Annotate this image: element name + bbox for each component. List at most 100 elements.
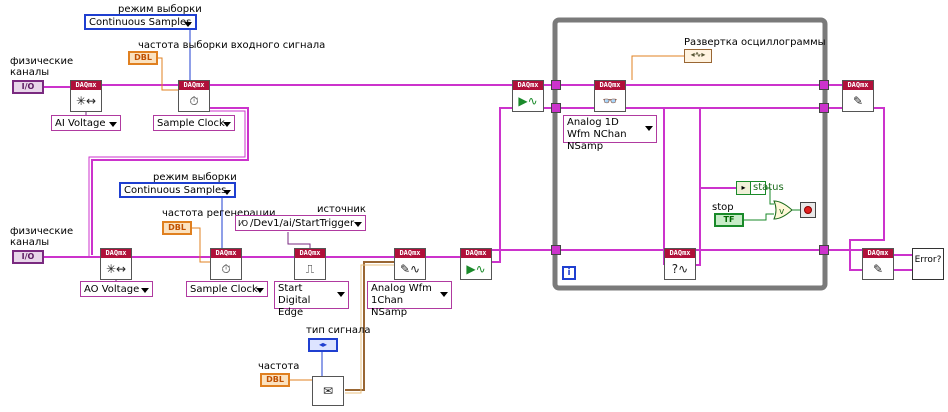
dbl-constant-regen-rate[interactable]: DBL xyxy=(162,221,192,235)
io-constant-ao[interactable]: I/O xyxy=(12,250,44,264)
status-label: status xyxy=(753,182,784,193)
sample-clock-dropdown-2[interactable]: Sample Clock xyxy=(186,281,268,297)
wfm-wire-1b xyxy=(345,264,394,394)
waveform-generator[interactable]: ✉ xyxy=(312,376,344,406)
ai-voltage-dropdown[interactable]: AI Voltage xyxy=(51,115,121,131)
label-sweep: Развертка осциллограммы xyxy=(684,37,826,48)
vi-header: DAQmx xyxy=(595,81,625,90)
io-constant-ai[interactable]: I/O xyxy=(12,80,44,94)
vi-header: DAQmx xyxy=(461,249,491,258)
chevron-down-icon xyxy=(645,126,653,131)
write-icon: ✎∿ xyxy=(399,262,421,276)
daqmx-create-channel-ai[interactable]: DAQmx ✳↔ xyxy=(70,80,102,112)
create-channel-icon: ✳↔ xyxy=(105,262,127,276)
chevron-down-icon xyxy=(354,222,362,227)
stop-terminal[interactable] xyxy=(800,202,816,218)
io-mini-icon: I⁄O xyxy=(238,219,248,228)
start-icon: ▶∿ xyxy=(466,262,486,276)
chevron-down-icon xyxy=(440,292,448,297)
start-icon: ▶∿ xyxy=(518,94,538,108)
svg-text:v: v xyxy=(779,207,785,217)
daqmx-write-ao[interactable]: DAQmx ✎∿ xyxy=(394,248,426,280)
vi-header: DAQmx xyxy=(395,249,425,258)
status-unbundle[interactable]: ▸ status xyxy=(736,181,784,195)
label-regen-rate: частота регенерации xyxy=(162,208,276,219)
sample-clock-label-1: Sample Clock xyxy=(157,118,225,129)
loop-iteration-terminal: i xyxy=(562,266,576,280)
task-wire-ai-branch-b xyxy=(88,110,246,258)
vi-header: DAQmx xyxy=(211,249,241,258)
sample-clock-label-2: Sample Clock xyxy=(190,284,258,295)
chevron-down-icon xyxy=(184,22,192,27)
analog-wfm-write-dropdown[interactable]: Analog Wfm 1Chan NSamp xyxy=(367,281,452,318)
sample-clock-dropdown-1[interactable]: Sample Clock xyxy=(153,115,235,131)
num-wire-sweep xyxy=(631,55,684,80)
loop-tunnel-task-in xyxy=(551,80,561,90)
loop-tunnel-ao-out xyxy=(819,245,829,255)
waveform-constant-sweep[interactable]: ◂∿▸ xyxy=(684,49,712,63)
num-wire-rate-2 xyxy=(192,227,210,263)
loop-tunnel-error-out xyxy=(819,103,829,113)
enum-constant-signal-type[interactable]: ◂▸ xyxy=(308,338,338,352)
dbl-constant-input-rate[interactable]: DBL xyxy=(128,51,158,65)
clock-icon: ⏱ xyxy=(189,94,199,108)
continuous-samples-dropdown-1[interactable]: Continuous Samples xyxy=(84,14,197,30)
label-phys-channels-1: физические каналы xyxy=(10,56,74,78)
loop-tunnel-task-out xyxy=(819,80,829,90)
trigger-source-dropdown[interactable]: I⁄O /Dev1/ai/StartTrigger xyxy=(235,215,366,231)
label-sample-mode-2: режим выборки xyxy=(153,172,237,183)
label-sample-mode-1: режим выборки xyxy=(118,4,202,15)
bool-wire-status xyxy=(764,187,774,205)
chevron-down-icon xyxy=(256,288,264,293)
daqmx-start-ai[interactable]: DAQmx ▶∿ xyxy=(512,80,544,112)
daqmx-start-ao[interactable]: DAQmx ▶∿ xyxy=(460,248,492,280)
daqmx-clear-ao[interactable]: DAQmx ✎ xyxy=(862,248,894,280)
vi-header: DAQmx xyxy=(513,81,543,90)
question-icon: ?∿ xyxy=(671,262,689,276)
continuous-samples-label-1: Continuous Samples xyxy=(89,17,192,28)
vi-header: DAQmx xyxy=(101,249,131,258)
vi-header: DAQmx xyxy=(179,81,209,90)
trigger-edge-icon: ⎍ xyxy=(305,262,315,276)
label-frequency: частота xyxy=(258,361,300,372)
start-digital-edge-dropdown[interactable]: Start Digital Edge xyxy=(274,281,349,318)
unbundle-icon: ▸ xyxy=(737,182,751,194)
chevron-down-icon xyxy=(223,122,231,127)
dbl-constant-frequency[interactable]: DBL xyxy=(260,373,290,387)
or-gate[interactable] xyxy=(773,200,793,220)
analog-1d-read-dropdown[interactable]: Analog 1D Wfm NChan NSamp xyxy=(563,115,657,152)
ao-voltage-label: AO Voltage xyxy=(84,284,140,295)
chevron-down-icon xyxy=(109,122,117,127)
daqmx-timing-ao[interactable]: DAQmx ⏱ xyxy=(210,248,242,280)
daqmx-create-channel-ao[interactable]: DAQmx ✳↔ xyxy=(100,248,132,280)
error-wire-clear xyxy=(849,107,885,271)
daqmx-trigger-ao[interactable]: DAQmx ⎍ xyxy=(294,248,326,280)
error-wire-loop-3 xyxy=(696,108,701,266)
daqmx-is-task-done[interactable]: DAQmx ?∿ xyxy=(664,248,696,280)
waveform-generator-icon: ✉ xyxy=(322,384,334,398)
while-loop-frame[interactable] xyxy=(552,17,828,291)
continuous-samples-dropdown-2[interactable]: Continuous Samples xyxy=(119,182,236,198)
analog-wfm-write-label: Analog Wfm 1Chan NSamp xyxy=(371,283,432,318)
vi-header: DAQmx xyxy=(665,249,695,258)
ao-voltage-dropdown[interactable]: AO Voltage xyxy=(80,281,153,297)
eraser-icon: ✎ xyxy=(852,94,864,108)
label-source: источник xyxy=(317,204,366,215)
task-wire-ai-branch xyxy=(91,107,249,255)
daqmx-clear-ai[interactable]: DAQmx ✎ xyxy=(842,80,874,112)
vi-header: DAQmx xyxy=(843,81,873,90)
daqmx-read[interactable]: DAQmx 👓 xyxy=(594,80,626,112)
simple-error-handler[interactable]: Error? xyxy=(912,248,944,280)
bool-wire-stop xyxy=(744,213,774,221)
daqmx-timing-ai[interactable]: DAQmx ⏱ xyxy=(178,80,210,112)
clock-icon: ⏱ xyxy=(221,262,231,276)
eraser-icon: ✎ xyxy=(872,262,884,276)
chevron-down-icon xyxy=(223,190,231,195)
vi-header: DAQmx xyxy=(295,249,325,258)
vi-header: DAQmx xyxy=(71,81,101,90)
label-signal-type: тип сигнала xyxy=(306,325,371,336)
label-phys-channels-2: физические каналы xyxy=(10,226,74,248)
tf-constant-stop[interactable]: TF xyxy=(714,213,744,227)
